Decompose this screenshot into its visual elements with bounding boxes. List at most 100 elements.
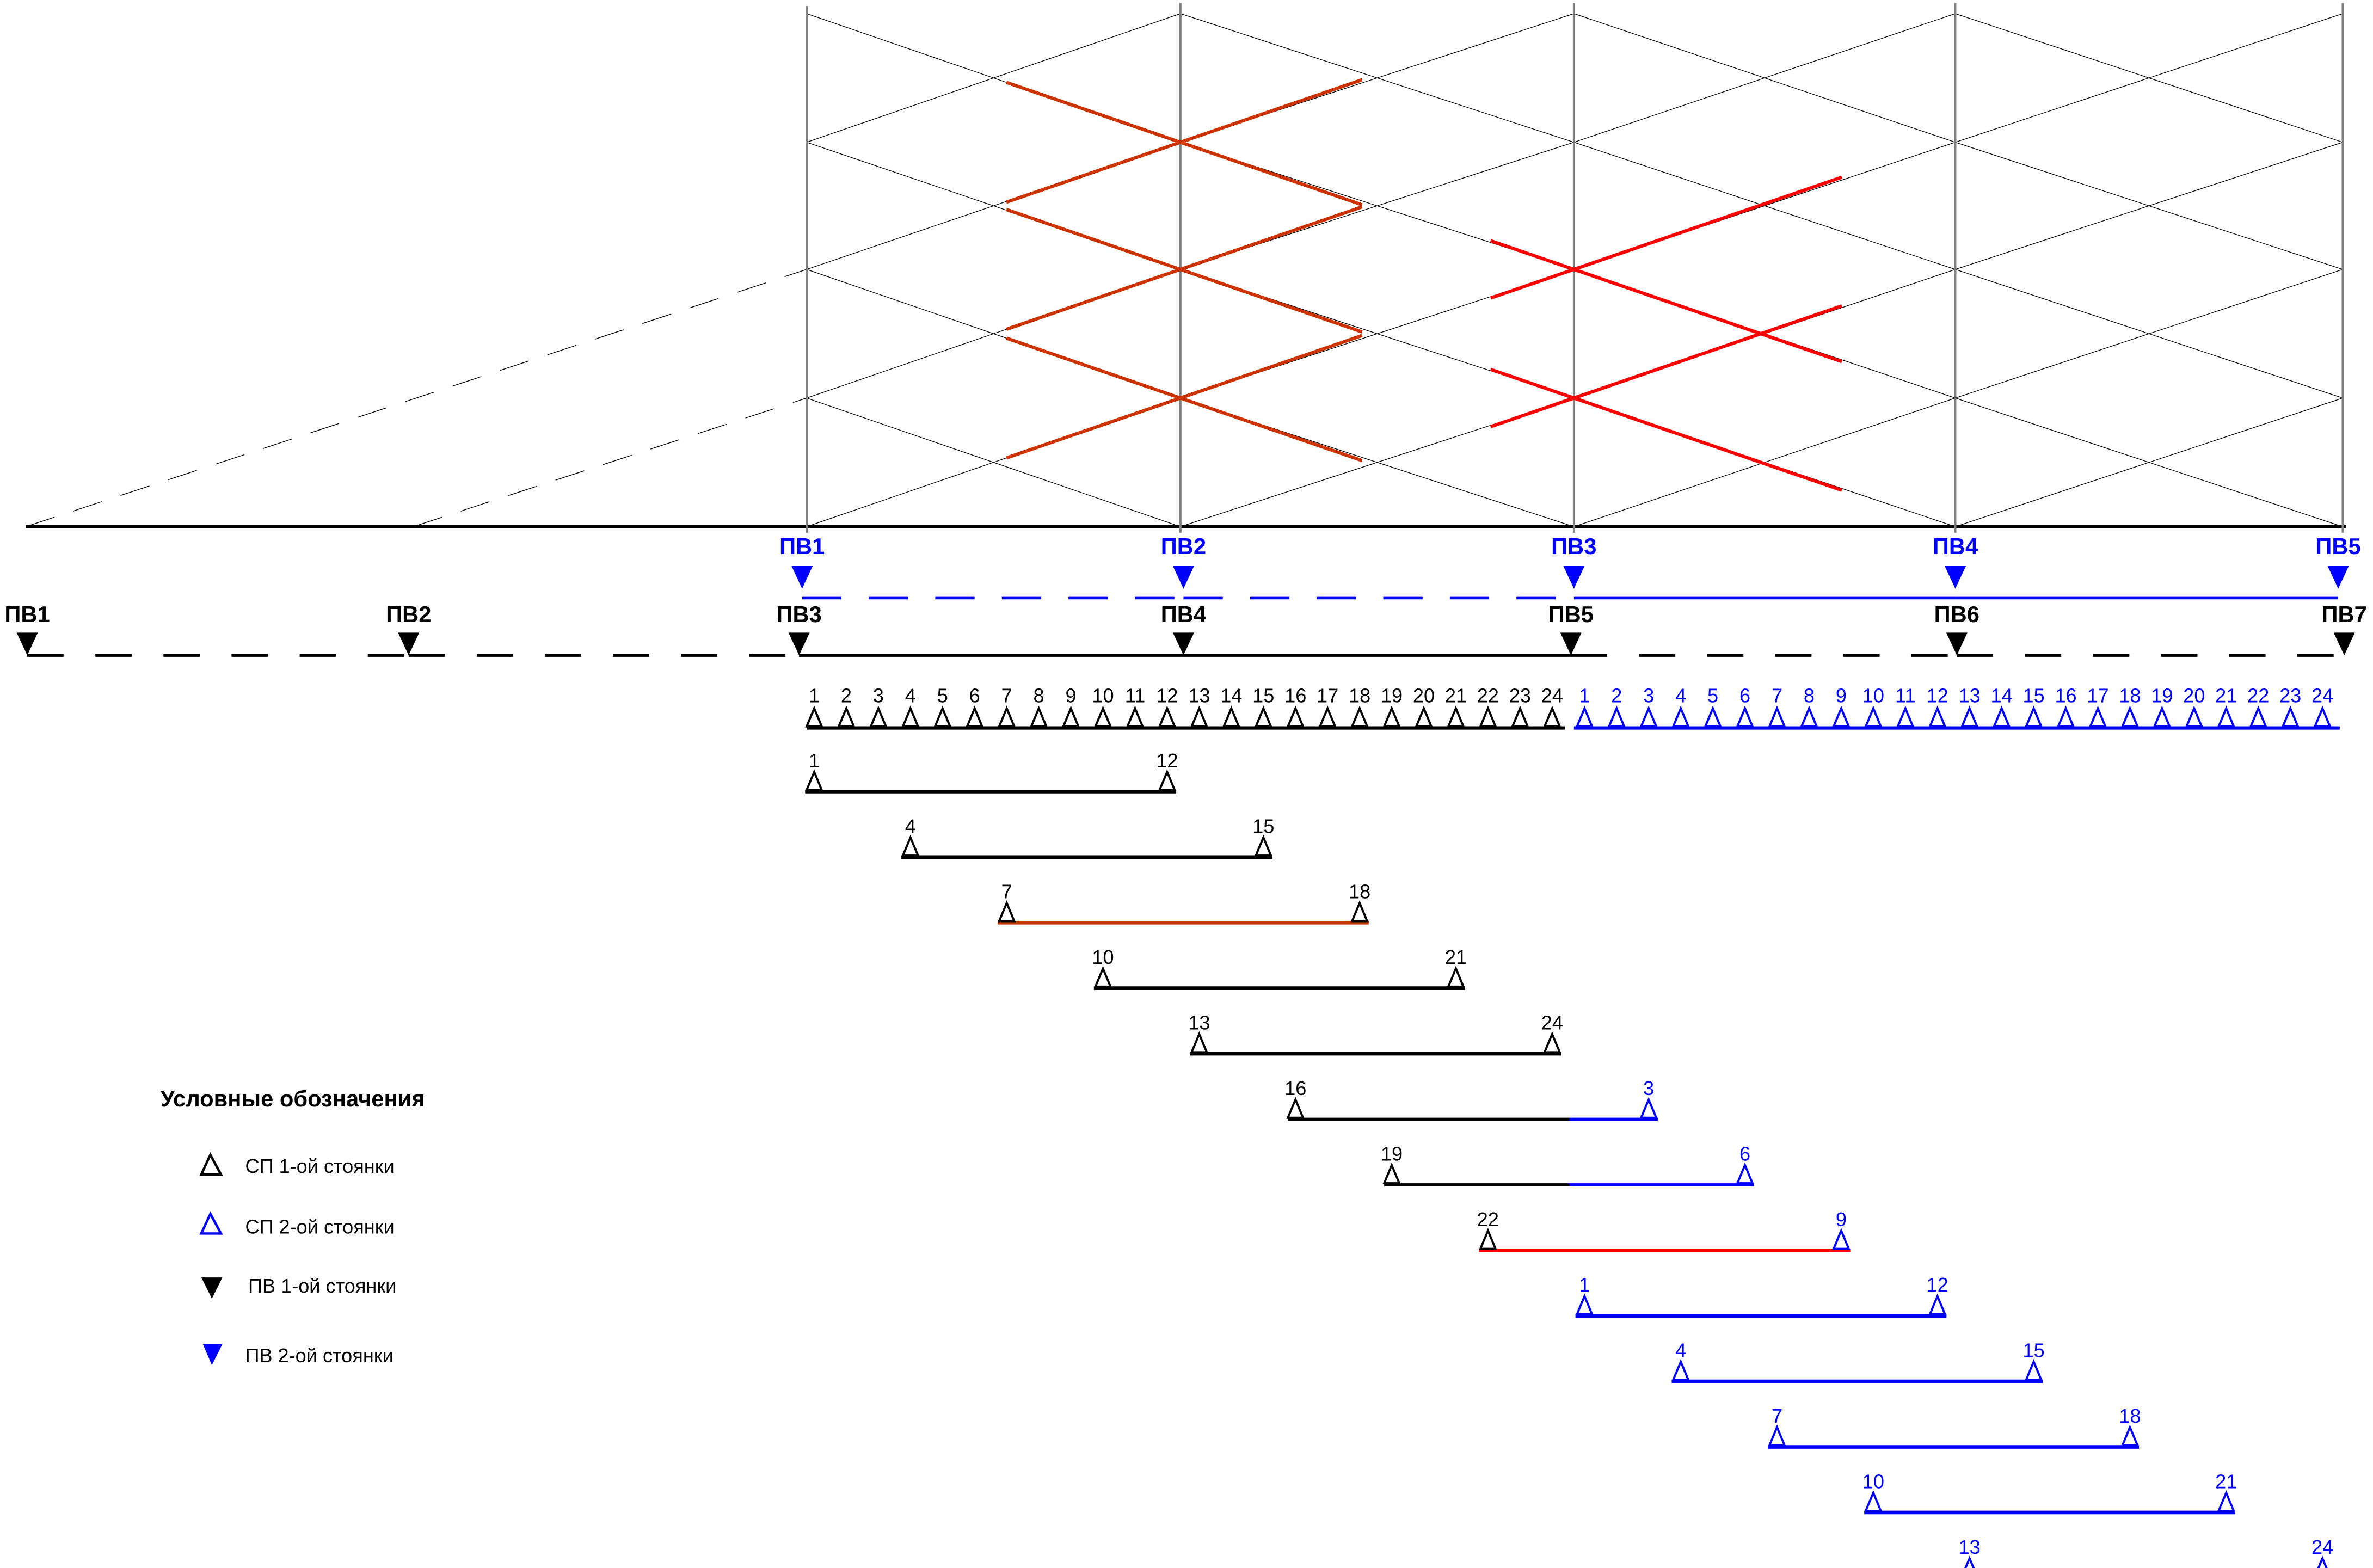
ray-line [1573,13,1956,143]
sp-number: 1 [1579,684,1590,706]
sp-number: 19 [1381,684,1403,706]
sp-number: 23 [2279,684,2301,706]
sp-number: 4 [905,684,916,706]
sp-stand2-icon [1832,1228,1851,1250]
sp-number: 7 [1772,684,1782,706]
pv-label: ПВ1 [4,601,50,627]
sp-stand2-icon [2120,1424,2140,1447]
sp-stand1-icon [837,705,856,728]
legend-item-pv-stand1: ПВ 1-ой стоянки [201,1275,396,1299]
sp-stand1-icon [1190,1031,1209,1054]
sp-stand2-icon [1671,1358,1690,1381]
sp-number: 10 [1862,684,1884,706]
sp-stand1-icon [1542,705,1561,728]
legend-item-sp-stand2: СП 2-ой стоянки [199,1211,395,1238]
spread-start-number: 10 [1862,1470,1884,1492]
sp-stand1-icon [1415,705,1433,728]
sp-number: 12 [1156,684,1178,706]
sp-stand2-icon [2185,705,2204,728]
spread-end-number: 21 [2215,1470,2237,1492]
pv-shot-point-icon [1563,566,1585,589]
sp-number: 11 [1895,684,1915,706]
sp-number: 21 [2215,684,2237,706]
pv-label: ПВ4 [1933,533,1978,559]
sp-stand1-icon [1318,705,1337,728]
sp-number: 15 [2022,684,2044,706]
sp-number: 13 [1188,684,1210,706]
sp-number: 21 [1445,684,1467,706]
sp-number: 22 [1477,684,1499,706]
sp-stand1-icon [1093,705,1112,728]
spread-end-number: 15 [2022,1339,2044,1362]
sp-stand2-icon [1964,1555,1975,1568]
sp-stand2-icon [1832,705,1851,728]
sp-stand2-icon [2281,705,2300,728]
legend-item-pv-stand2: ПВ 2-ой стоянки [202,1344,394,1367]
sp-stand1-icon [901,834,920,857]
spread-row: 10 21 [1862,1470,2237,1515]
spread-end-number: 6 [1739,1142,1750,1165]
pv-shot-point-icon [2333,632,2355,656]
spread-start-number: 19 [1381,1142,1403,1165]
spread-end-number: 18 [1349,881,1370,903]
sp-stand2-icon [2088,705,2107,728]
sp-stand1-icon [1126,705,1145,728]
sp-stand1-icon [1479,1228,1497,1250]
sp-number: 15 [1252,684,1274,706]
sp-number: 8 [1034,684,1044,706]
sp-stand1-icon [1447,705,1465,728]
sp-stand2-icon [2217,705,2236,728]
pv-shot-point-icon [2327,566,2349,589]
highlight-ray-red [1490,175,1843,300]
sp-number: 22 [2247,684,2269,706]
sp-number: 14 [1991,684,2013,706]
sp-number: 18 [2119,684,2141,706]
sp-stand1-icon [933,705,952,728]
spread-end-number: 15 [1252,815,1274,837]
legend-title: Условные обозначения [161,1086,425,1111]
sp-number: 4 [1675,684,1686,706]
highlight-ray-orange [1006,336,1363,463]
spread-start-number: 1 [1579,1274,1590,1296]
sp-stand1-icon [997,705,1016,728]
pv-shot-point-icon [1172,632,1194,656]
sp-stand1-icon [1158,705,1177,728]
spread-start-number: 13 [1188,1012,1210,1034]
spread-start-number: 22 [1477,1208,1499,1231]
pv-label: ПВ4 [1161,601,1206,627]
sp-number: 6 [1739,684,1750,706]
sp-stand2-icon [1896,705,1915,728]
sp-number: 9 [1836,684,1847,706]
sp-stand1-icon [1254,834,1273,857]
sp-stand1-icon [1447,966,1465,988]
sp-number: 3 [1643,684,1654,706]
spread-row: 19 6 [1381,1142,1754,1186]
sp-stand1-icon [805,705,823,728]
sp-stand1-icon [1061,705,1080,728]
sp-number: 10 [1092,684,1114,706]
sp-number: 12 [1927,684,1948,706]
sp-stand1-icon [965,705,984,728]
ray-line [1955,142,2343,270]
highlight-ray-red [1490,367,1843,492]
pv-label: ПВ1 [779,533,825,559]
sp-stand1-icon [1511,705,1529,728]
sp-number: 14 [1220,684,1242,706]
ray-line [806,397,1181,527]
pv-shot-point-icon [398,632,420,656]
spread-end-number: 12 [1156,749,1178,772]
sp-number: 23 [1509,684,1531,706]
ray-grid [26,3,2346,533]
legend-label: СП 2-ой стоянки [245,1215,394,1238]
spread-end-number: 24 [2311,1536,2333,1558]
sp-stand1-icon [1029,705,1048,728]
sp-number: 20 [1413,684,1435,706]
